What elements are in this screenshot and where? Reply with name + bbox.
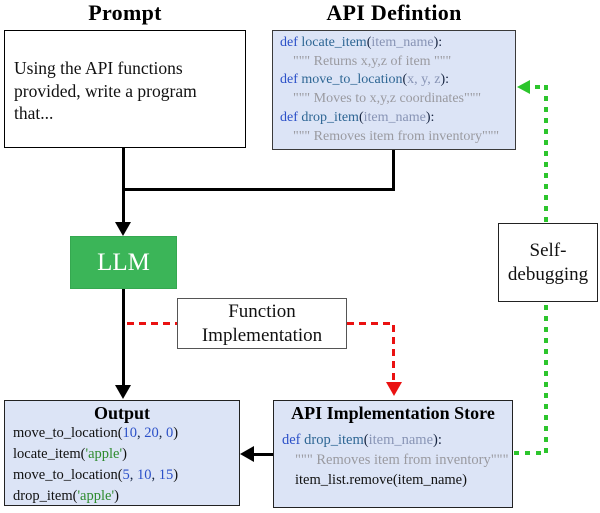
code-line: move_to_location(10, 20, 0) [13, 423, 231, 444]
code-docstring: """ Moves to x,y,z coordinates""" [293, 91, 482, 107]
code-string: 'apple' [85, 446, 123, 462]
llm-box: LLM [70, 236, 177, 289]
arrowhead-green-into-apidef-icon [517, 80, 530, 94]
code-function-name: drop_item [301, 109, 359, 125]
code-number: 15 [158, 467, 174, 483]
api-implementation-store-box: API Implementation Store def drop_item(i… [273, 400, 513, 508]
code-punct: ( [402, 72, 408, 88]
arrowhead-store-to-output-icon [240, 446, 254, 462]
function-implementation-label: Function Implementation [201, 301, 323, 346]
connector-prompt-to-llm [122, 147, 125, 224]
green-dotted-from-store [514, 451, 545, 455]
code-number: 20 [144, 425, 159, 441]
code-line: def locate_item(item_name): [280, 34, 508, 53]
code-line: def drop_item(item_name): [282, 430, 504, 450]
code-docstring: """ Removes item from inventory""" [293, 128, 500, 144]
prompt-box: Using the API functions provided, write … [4, 30, 246, 148]
code-call: move_to_location( [13, 467, 123, 483]
connector-llm-to-output [122, 288, 125, 386]
api-definition-box: def locate_item(item_name): """ Returns … [272, 30, 516, 150]
code-punct: , [158, 425, 167, 441]
code-parameter: item_name [368, 432, 434, 448]
code-punct: ( [358, 109, 364, 125]
code-call: drop_item( [13, 488, 78, 504]
red-dashed-llm-to-funcimpl [127, 322, 177, 325]
code-call: move_to_location( [13, 425, 123, 441]
function-implementation-box: Function Implementation [177, 298, 347, 349]
red-dashed-funcimpl-to-corner [347, 322, 393, 325]
red-dashed-down-to-store [392, 325, 395, 381]
connector-apidef-drop [392, 149, 395, 191]
arrowhead-red-into-store-icon [386, 382, 402, 396]
code-line: def move_to_location(x, y, z): [280, 71, 508, 90]
api-definition-title: API Defintion [326, 0, 462, 25]
arrowhead-into-llm-icon [115, 222, 131, 236]
code-docstring: """ Returns x,y,z of item """ [293, 53, 452, 69]
code-punct: ): [433, 432, 442, 448]
code-parameter: x, y, z [407, 72, 441, 88]
self-debugging-label: Self- debugging [507, 239, 589, 285]
code-punct: , [151, 467, 159, 483]
code-number: 0 [166, 425, 174, 441]
code-string: 'apple' [77, 488, 115, 504]
llm-label: LLM [97, 248, 150, 276]
code-function-name: move_to_location [301, 72, 403, 88]
code-parameter: item_name [371, 35, 434, 50]
code-punct: ) [173, 467, 179, 483]
code-punct: ): [440, 72, 450, 88]
code-keyword: def [282, 432, 305, 448]
code-line: def drop_item(item_name): [280, 109, 508, 128]
code-line: locate_item('apple') [13, 444, 231, 465]
code-punct: ): [433, 35, 443, 50]
code-keyword: def [280, 35, 302, 50]
output-box: Output move_to_location(10, 20, 0) locat… [4, 400, 240, 506]
code-number: 10 [122, 425, 138, 441]
code-punct: ( [363, 432, 369, 448]
code-number: 5 [122, 467, 130, 483]
code-punct: , [129, 467, 138, 483]
code-punct: ( [366, 35, 372, 50]
api-implementation-store-title: API Implementation Store [291, 403, 495, 423]
code-punct: ) [173, 425, 179, 441]
output-box-title: Output [93, 403, 151, 423]
self-debugging-box: Self- debugging [498, 223, 598, 302]
code-parameter: item_name [363, 109, 426, 125]
code-call: locate_item( [13, 446, 86, 462]
code-function-name: locate_item [301, 35, 367, 50]
code-function-name: drop_item [304, 432, 364, 448]
connector-apidef-join [122, 188, 395, 191]
code-docstring: """ Removes item from inventory""" [295, 452, 509, 468]
code-punct: ) [122, 446, 127, 462]
code-punct: ): [425, 109, 435, 125]
code-keyword: def [280, 72, 302, 88]
green-dotted-into-apidef [524, 85, 547, 89]
code-keyword: def [280, 109, 302, 125]
code-number: 10 [137, 467, 152, 483]
prompt-title: Prompt [88, 0, 162, 25]
code-punct: , [137, 425, 145, 441]
connector-store-to-output [250, 453, 273, 456]
code-line: drop_item('apple') [13, 486, 231, 507]
code-line: move_to_location(5, 10, 15) [13, 465, 231, 486]
code-statement: item_list.remove(item_name) [295, 472, 467, 488]
code-punct: ) [114, 488, 119, 504]
prompt-text: Using the API functions provided, write … [14, 57, 197, 124]
arrowhead-into-output-icon [115, 385, 131, 399]
